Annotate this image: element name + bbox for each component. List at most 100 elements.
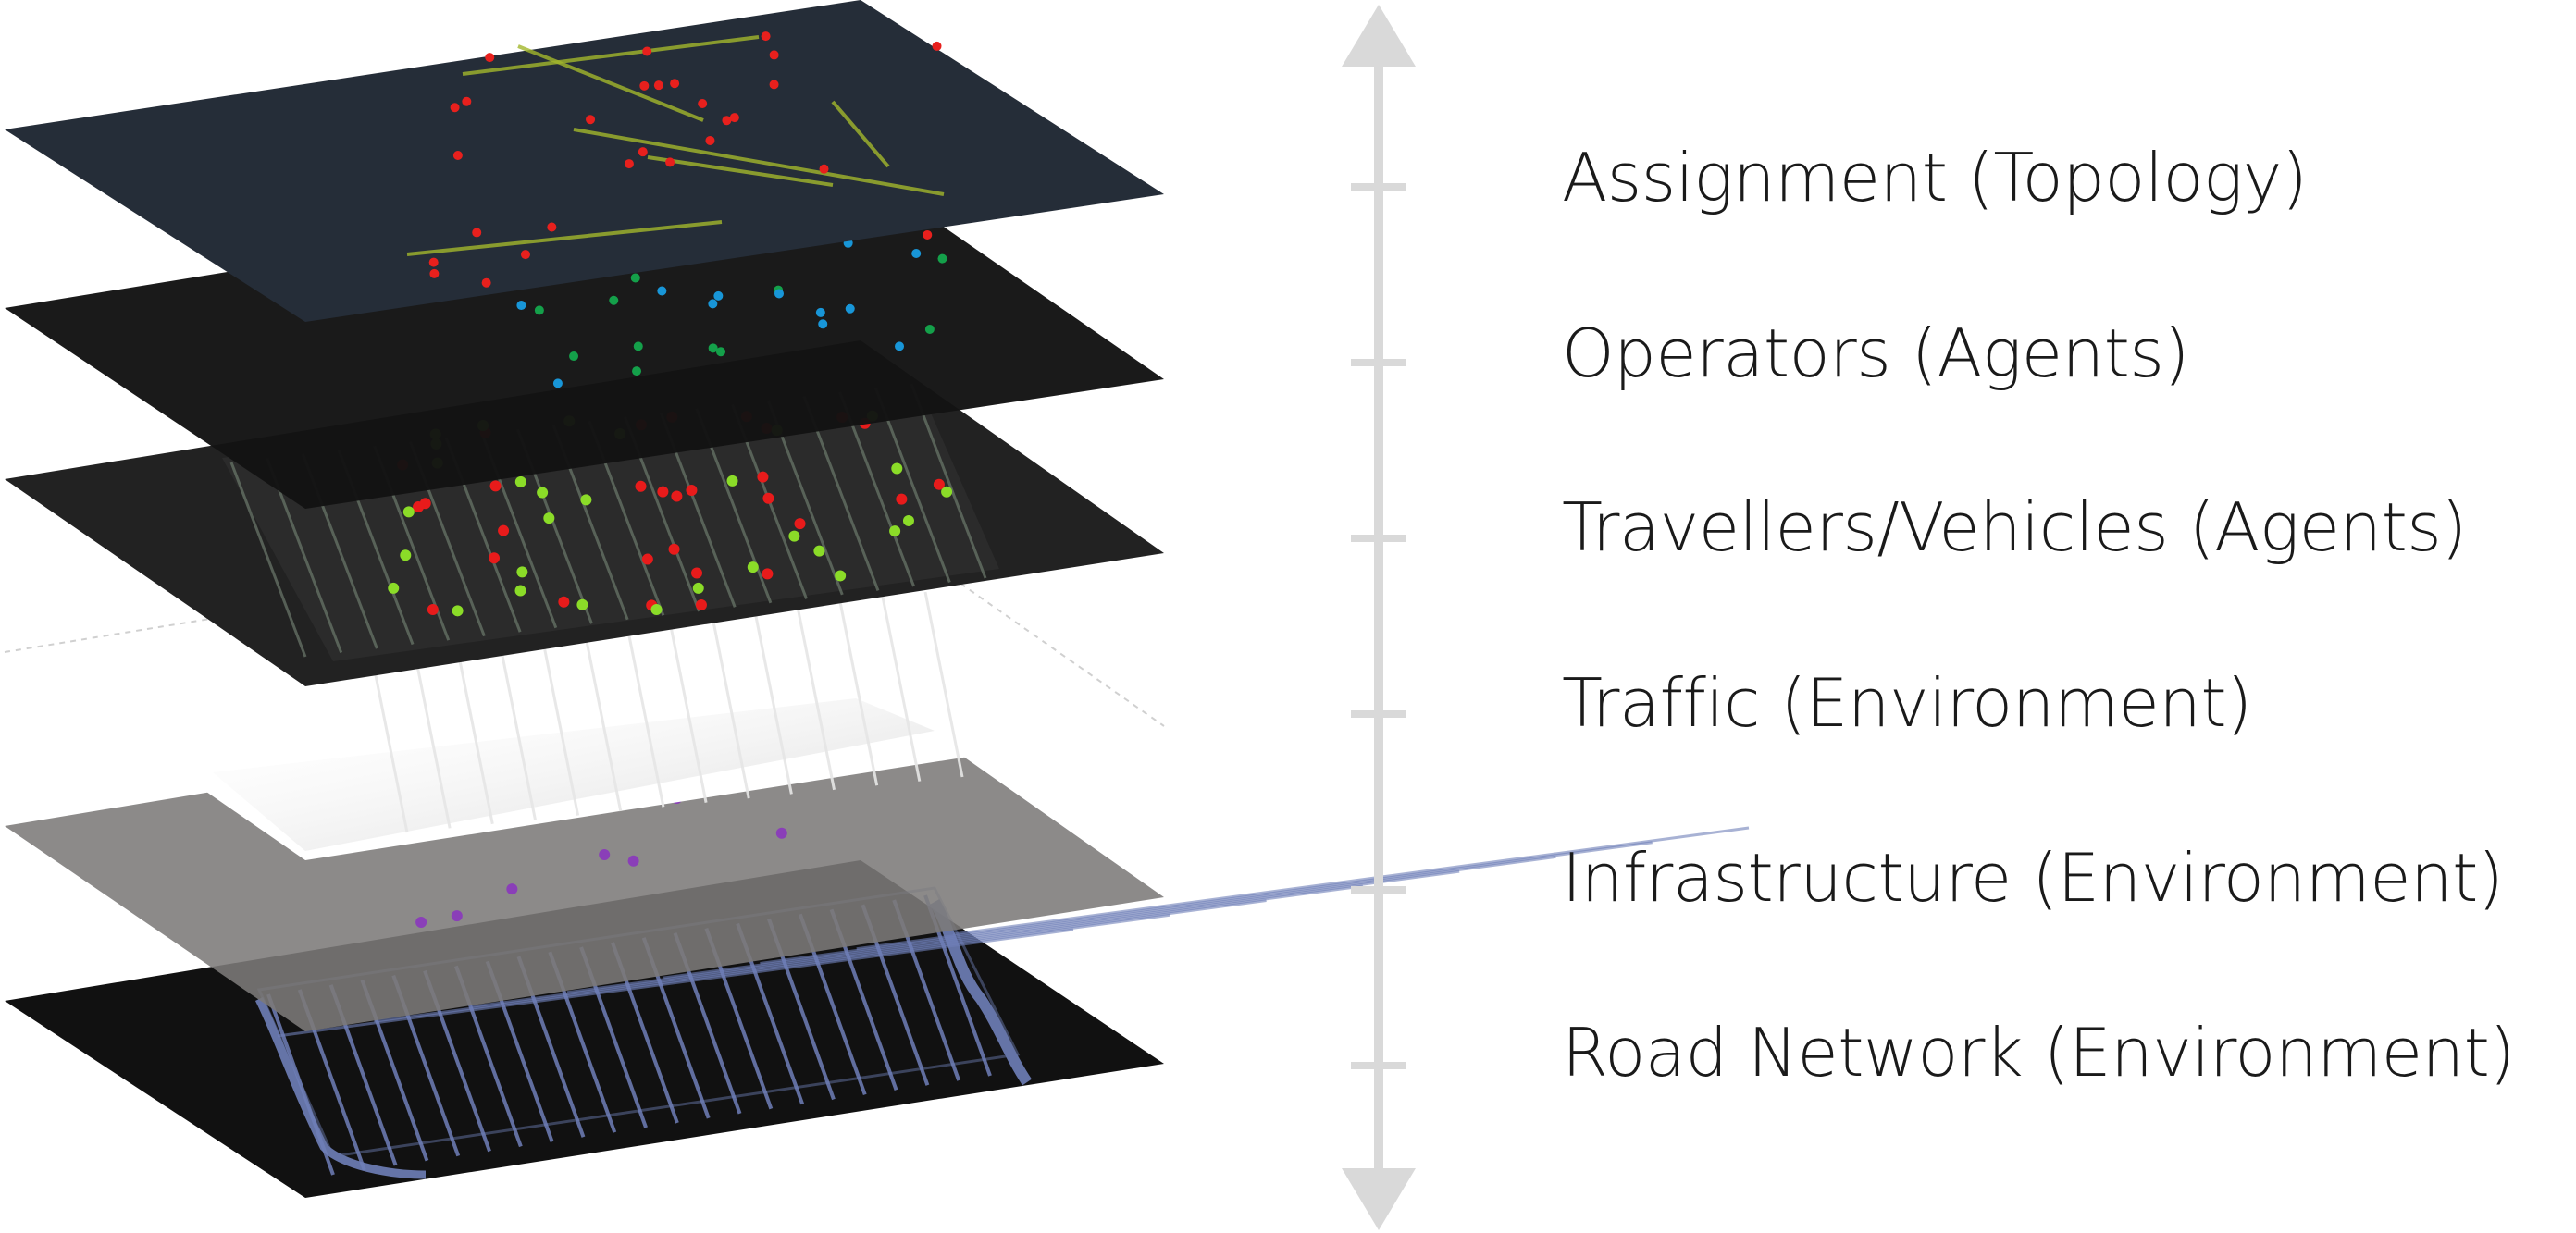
- map-point: [769, 80, 779, 90]
- street-line: [229, 462, 307, 658]
- assignment-link: [647, 155, 834, 187]
- street-line: [856, 841, 1653, 951]
- map-point: [402, 506, 415, 518]
- plane-road-network: [5, 860, 1164, 1198]
- map-point: [769, 50, 779, 60]
- map-point: [543, 512, 555, 524]
- map-point: [415, 917, 427, 929]
- map-point: [665, 157, 675, 167]
- assignment-link: [573, 128, 945, 196]
- map-point: [547, 222, 557, 232]
- map-point: [627, 855, 639, 867]
- map-point: [670, 79, 680, 89]
- street-line: [625, 622, 665, 808]
- street-line: [881, 596, 922, 782]
- map-point: [941, 486, 953, 498]
- map-point: [729, 113, 739, 123]
- axis-arrow-up-icon: [1342, 5, 1416, 67]
- map-point: [835, 570, 847, 582]
- assignment-link: [406, 220, 723, 256]
- traffic-grey-shadow: [213, 698, 935, 851]
- map-point: [635, 480, 647, 492]
- label-traffic: Traffic (Environment): [1562, 664, 2252, 742]
- map-point: [895, 341, 905, 351]
- street-line: [374, 913, 1170, 1023]
- plane-assignment: [5, 0, 1164, 322]
- street-line: [368, 647, 409, 833]
- map-point: [757, 471, 769, 483]
- street-line: [760, 855, 1556, 965]
- street-line: [266, 993, 335, 1176]
- map-point: [427, 604, 439, 616]
- street-line: [496, 634, 537, 820]
- map-point: [762, 568, 774, 580]
- vertical-axis: [1342, 5, 1416, 1230]
- map-point: [692, 582, 704, 594]
- map-point: [818, 319, 828, 329]
- map-point: [609, 295, 619, 305]
- street-line: [470, 899, 1267, 1009]
- map-point: [428, 257, 439, 267]
- map-point: [537, 487, 549, 499]
- map-point: [716, 347, 726, 357]
- assignment-link: [517, 44, 704, 122]
- map-point: [668, 543, 680, 555]
- map-point: [937, 253, 947, 264]
- map-point: [845, 303, 855, 314]
- label-operators: Operators (Agents): [1562, 314, 2190, 392]
- street-line: [411, 643, 452, 829]
- map-point: [558, 596, 570, 608]
- street-line: [923, 591, 964, 778]
- street-line: [566, 884, 1364, 994]
- map-point: [713, 290, 724, 301]
- map-point: [520, 250, 530, 260]
- map-point: [691, 567, 703, 579]
- map-point: [429, 268, 440, 278]
- map-point: [552, 378, 563, 388]
- map-point: [911, 249, 922, 259]
- map-point: [815, 307, 825, 317]
- map-point: [650, 603, 663, 615]
- map-point: [788, 530, 800, 542]
- map-point: [514, 585, 526, 597]
- map-point: [413, 500, 425, 512]
- map-point: [896, 493, 908, 505]
- street-line: [952, 826, 1750, 936]
- map-point: [569, 351, 579, 362]
- map-point: [632, 366, 642, 376]
- street-line: [663, 869, 1460, 980]
- map-point: [452, 151, 463, 161]
- map-point: [506, 883, 518, 895]
- street-line: [539, 630, 580, 816]
- map-point: [514, 475, 526, 487]
- map-point: [774, 289, 784, 299]
- map-point: [708, 343, 718, 353]
- street-line: [796, 604, 836, 791]
- map-point: [891, 462, 903, 475]
- map-point: [657, 286, 667, 296]
- label-infrastructure: Infrastructure (Environment): [1562, 839, 2504, 917]
- map-point: [450, 103, 460, 113]
- map-point: [452, 605, 464, 617]
- label-road-network: Road Network (Environment): [1562, 1014, 2515, 1091]
- map-point: [924, 324, 935, 334]
- map-point: [516, 301, 526, 311]
- map-point: [400, 549, 412, 561]
- map-point: [657, 486, 669, 498]
- map-point: [638, 147, 648, 157]
- map-point: [705, 135, 715, 145]
- layer-assignment: [5, 0, 1164, 322]
- map-point: [889, 525, 901, 537]
- map-point: [489, 552, 501, 564]
- map-point: [698, 98, 708, 108]
- map-point: [695, 598, 707, 610]
- street-line: [838, 599, 879, 786]
- axis-ticks: [1351, 183, 1406, 1069]
- assignment-link: [462, 35, 760, 76]
- street-line: [453, 638, 494, 825]
- map-point: [923, 229, 933, 240]
- map-point: [624, 159, 634, 169]
- traffic-streets: [368, 591, 964, 833]
- map-point: [388, 582, 400, 594]
- map-point: [599, 848, 611, 860]
